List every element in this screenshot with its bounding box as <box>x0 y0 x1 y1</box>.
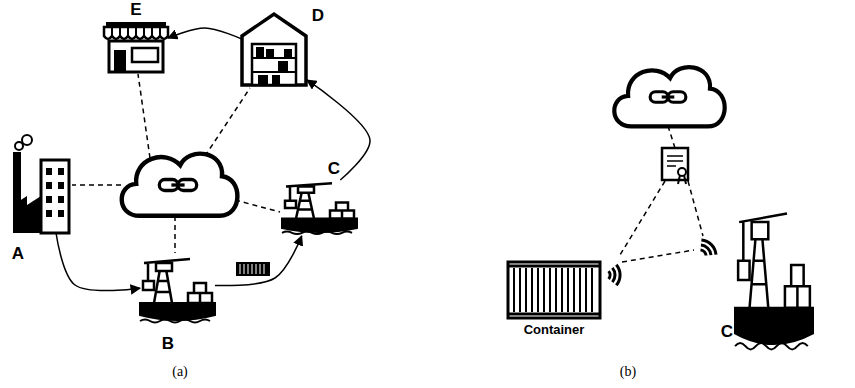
node-letter: B <box>162 335 174 353</box>
container-band <box>508 266 600 314</box>
node-letter: C <box>328 160 340 178</box>
shop-window <box>132 48 158 62</box>
cloud-icon <box>122 154 238 216</box>
wifi-arcs <box>696 237 719 260</box>
shop-body <box>109 41 163 72</box>
shop-awning <box>104 27 168 39</box>
node-box: Container <box>508 262 600 318</box>
warehouse-shelf <box>252 58 296 72</box>
certificate-lines <box>667 156 683 166</box>
flow-arrow <box>56 233 140 291</box>
smoke-puff <box>15 142 23 150</box>
shop-door <box>114 50 126 72</box>
port-icon <box>735 214 813 350</box>
shipping-container <box>508 262 600 318</box>
factory-tower <box>41 160 69 233</box>
certificate <box>662 148 688 180</box>
container-ribs <box>240 264 264 274</box>
warehouse-goods <box>256 47 292 85</box>
awning-stripes <box>112 27 160 36</box>
warehouse-door <box>252 44 296 85</box>
node-box: A <box>10 145 70 233</box>
node-box: D <box>242 13 307 85</box>
cloud-icon <box>614 67 724 126</box>
certificate-seal <box>678 168 686 176</box>
dashed-link <box>72 74 280 253</box>
port-icon <box>140 259 215 323</box>
dashed-link <box>620 126 703 262</box>
node-letter: A <box>12 245 24 263</box>
shipping-container <box>236 262 270 276</box>
flow-arrow <box>307 80 370 180</box>
node-box: C <box>282 180 357 236</box>
node-caption: Container <box>524 322 585 337</box>
port-icon <box>282 183 357 234</box>
node-box: C <box>735 205 813 355</box>
smoke-puff <box>22 135 32 145</box>
node-box: E <box>103 22 168 72</box>
warehouse-outline <box>242 14 306 85</box>
node-letter: C <box>721 323 733 341</box>
flow-arrow <box>168 28 242 39</box>
wifi-symbol <box>609 265 620 286</box>
node-box: B <box>140 255 215 325</box>
panel-label: (b) <box>620 364 636 380</box>
wifi-symbol <box>696 237 719 260</box>
container-ribs <box>514 268 592 312</box>
flow-arrow <box>215 236 302 286</box>
factory-windows <box>46 168 64 217</box>
panel-label: (a) <box>172 364 188 380</box>
factory-hall <box>13 196 41 233</box>
node-letter: E <box>130 1 141 19</box>
node-letter: D <box>312 7 324 25</box>
